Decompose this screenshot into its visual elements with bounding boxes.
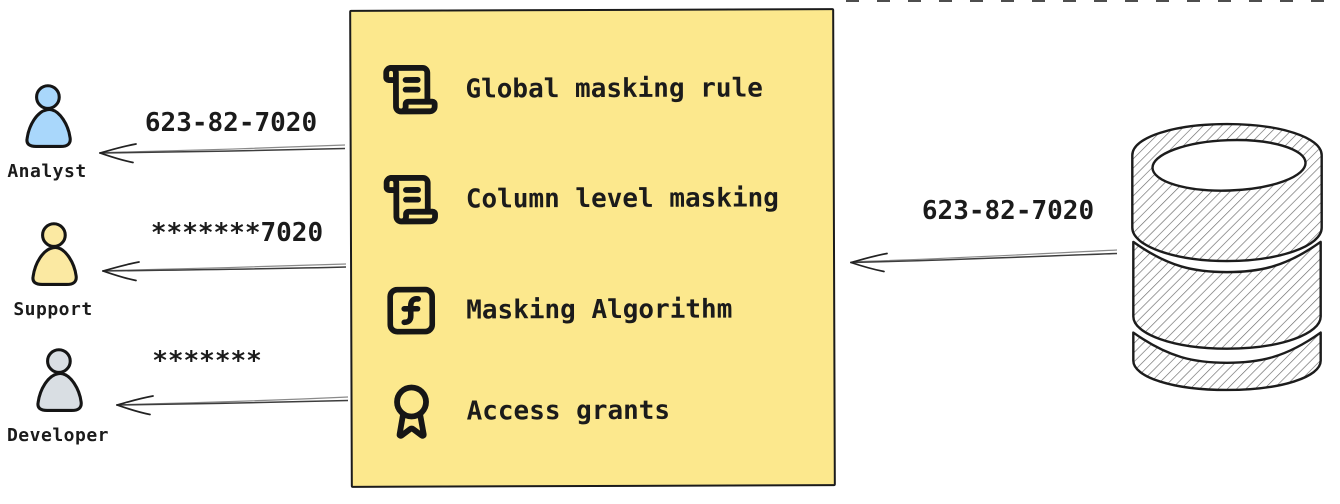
person-icon: [36, 348, 83, 412]
masked-value-analyst: 623-82-7020: [144, 108, 318, 138]
panel-item-column-level-masking: Column level masking: [382, 169, 779, 228]
database-bottom-segment: [1132, 331, 1322, 392]
panel-item-masking-algorithm: Masking Algorithm: [382, 281, 732, 340]
persona-support: Support: [0, 222, 108, 319]
person-body: [25, 107, 72, 148]
panel-item-global-masking-rule: Global masking rule: [381, 59, 763, 118]
person-body: [31, 245, 78, 286]
persona-analyst: Analyst: [0, 84, 102, 181]
panel-item-access-grants: Access grants: [382, 379, 670, 444]
panel-item-label: Access grants: [466, 395, 671, 427]
database-icon: [1131, 122, 1323, 392]
person-head: [35, 84, 61, 110]
award-icon: [382, 380, 440, 444]
database-middle-segment: [1132, 240, 1322, 350]
scroll-text-icon: [382, 171, 440, 229]
panel-item-label: Masking Algorithm: [466, 294, 733, 326]
function-square-icon: [382, 282, 440, 340]
raw-value-from-database: 623-82-7020: [921, 196, 1095, 226]
panel-item-label: Global masking rule: [465, 73, 763, 105]
masked-value-support: *******7020: [150, 218, 324, 248]
persona-label: Developer: [6, 425, 110, 446]
person-head: [46, 348, 72, 374]
person-icon: [31, 222, 78, 286]
scroll-text-icon: [381, 61, 439, 119]
arrow-to-developer: [116, 395, 349, 416]
arrow-database-to-panel: [850, 249, 1118, 273]
person-icon: [25, 84, 72, 148]
panel-item-label: Column level masking: [465, 183, 779, 215]
arrow-to-support: [102, 261, 347, 282]
arrow-to-analyst: [99, 143, 346, 164]
masking-rules-panel: Global masking rule Column level masking…: [349, 8, 836, 488]
database-opening: [1151, 138, 1307, 192]
persona-developer: Developer: [3, 348, 113, 445]
masked-value-developer: *******: [152, 346, 262, 376]
torn-edge-decoration: [846, 0, 1340, 2]
persona-label: Analyst: [7, 161, 87, 182]
persona-label: Support: [13, 299, 93, 320]
person-body: [36, 371, 83, 412]
person-head: [41, 222, 67, 248]
